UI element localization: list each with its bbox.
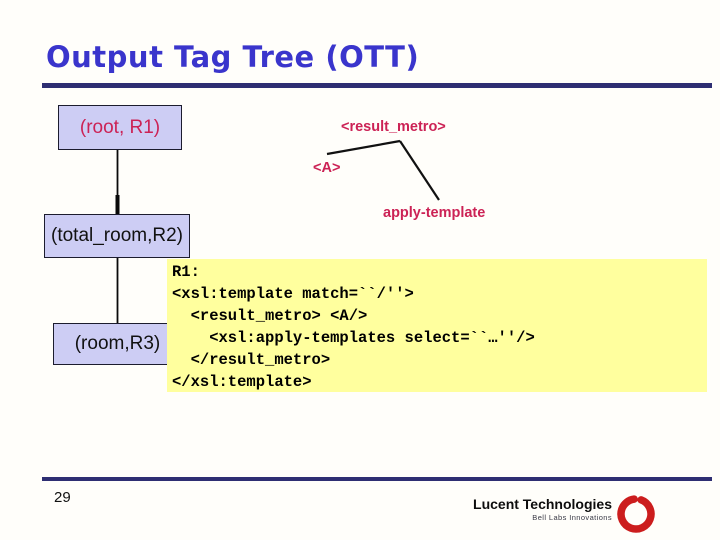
page-title: Output Tag Tree (OTT): [46, 40, 420, 74]
ott-label-apply-template: apply-template: [383, 205, 486, 221]
lucent-ring-icon: [617, 495, 655, 533]
page-number: 29: [54, 489, 71, 506]
footer-rule: [42, 477, 712, 481]
tree-node-room-label: (room,R3): [74, 333, 161, 354]
code-line: R1:: [172, 263, 200, 281]
title-rule: [42, 83, 712, 88]
xsl-code-block: R1: <xsl:template match=``/''> <result_m…: [167, 259, 707, 392]
code-line: </xsl:template>: [172, 373, 312, 391]
tree-node-room: (room,R3): [53, 323, 182, 365]
lucent-tagline: Bell Labs Innovations: [532, 513, 612, 522]
ott-label-a-tag: <A>: [313, 160, 341, 176]
tree-node-root-label: (root, R1): [79, 116, 161, 138]
code-line: <result_metro> <A/>: [172, 307, 368, 325]
lucent-logo: Lucent Technologies Bell Labs Innovation…: [470, 492, 670, 536]
code-line: </result_metro>: [172, 351, 331, 369]
lucent-logo-text: Lucent Technologies Bell Labs Innovation…: [473, 496, 612, 523]
tree-node-root: (root, R1): [58, 105, 182, 150]
tree-node-total-room: (total_room,R2): [44, 214, 190, 258]
lucent-company-name: Lucent Technologies: [473, 496, 612, 512]
code-line: <xsl:template match=``/''>: [172, 285, 414, 303]
ott-label-result-metro: <result_metro>: [341, 119, 446, 135]
code-line: <xsl:apply-templates select=``…''/>: [172, 329, 535, 347]
tree-node-total-room-label: (total_room,R2): [51, 225, 183, 246]
